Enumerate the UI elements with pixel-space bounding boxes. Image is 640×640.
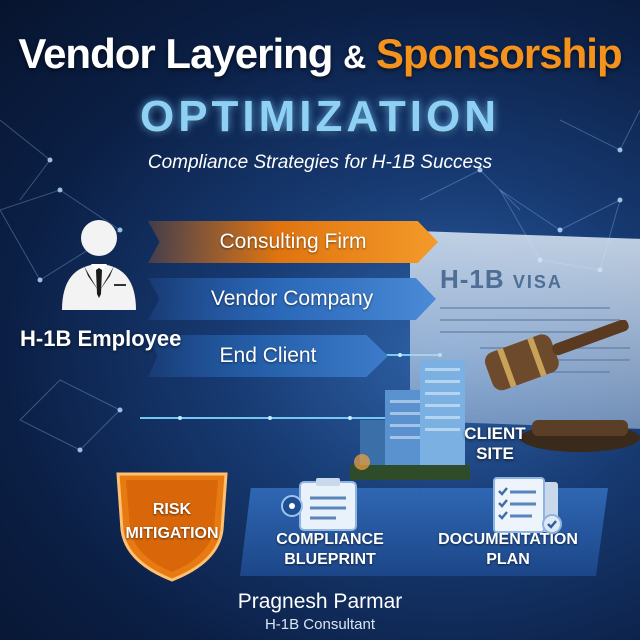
- title-part-2: Sponsorship: [375, 30, 623, 77]
- chain-step-vendor-company: Vendor Company: [148, 278, 436, 320]
- shield-icon: [116, 472, 228, 582]
- person-icon: [62, 220, 136, 310]
- compliance-line-1: COMPLIANCE: [276, 531, 384, 548]
- title-ampersand: &: [343, 39, 366, 75]
- documentation-line-1: DOCUMENTATION: [438, 531, 578, 548]
- visa-title: H-1B VISA: [440, 264, 563, 295]
- risk-line-1: RISK: [152, 501, 192, 518]
- employee-label: H-1B Employee: [20, 326, 182, 351]
- compliance-line-2: BLUEPRINT: [284, 551, 376, 568]
- client-site-line-1: CLIENT: [464, 424, 526, 443]
- risk-line-2: MITIGATION: [125, 525, 219, 542]
- title-part-1: Vendor Layering: [18, 30, 333, 77]
- title-line-2: OPTIMIZATION: [139, 92, 501, 141]
- clipboard-icon: [281, 478, 357, 531]
- client-site-label: CLIENT SITE: [440, 424, 550, 464]
- card-risk-mitigation: RISK MITIGATION: [108, 498, 236, 546]
- title-line-1: Vendor Layering & Sponsorship: [0, 30, 640, 78]
- author-name: Pragnesh Parmar: [237, 590, 403, 613]
- chain-step-end-client: End Client: [148, 335, 388, 377]
- author-role: H-1B Consultant: [264, 616, 376, 633]
- visa-title-main: H-1B: [440, 264, 505, 294]
- documentation-line-2: PLAN: [486, 551, 530, 568]
- chain-step-consulting-firm: Consulting Firm: [148, 221, 438, 263]
- visa-title-word: VISA: [512, 272, 563, 292]
- buildings-icon: [350, 360, 470, 480]
- gavel-icon: [484, 320, 640, 452]
- subtitle: Compliance Strategies for H-1B Success: [147, 152, 493, 173]
- documents-icon: [493, 477, 562, 534]
- client-site-line-2: SITE: [476, 444, 514, 463]
